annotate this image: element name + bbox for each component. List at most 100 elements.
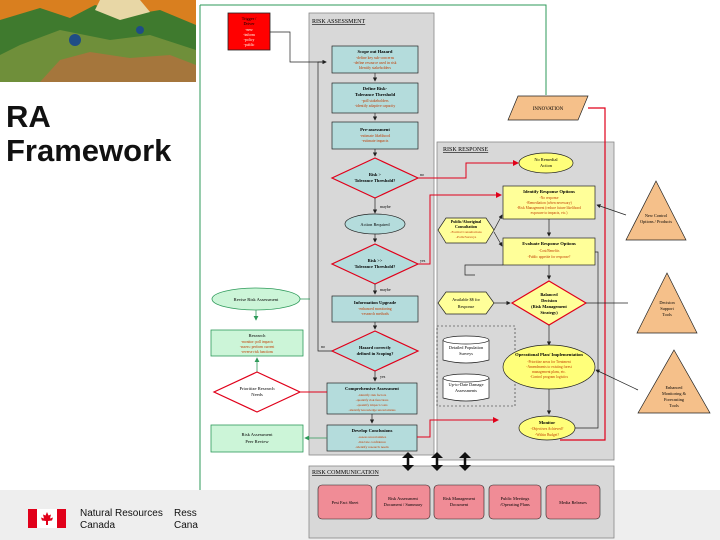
trigger-box: Trigger / Driver -new -inform -policy -p… xyxy=(227,12,271,51)
svg-text:-quantify risk functions: -quantify risk functions xyxy=(356,398,389,402)
svg-text:-identify adaptive capacity: -identify adaptive capacity xyxy=(355,104,396,108)
label-maybe: maybe xyxy=(380,204,391,209)
comm-item-media-releases: Media Releases xyxy=(545,484,601,520)
svg-text:Tolerance Threshold: Tolerance Threshold xyxy=(355,92,396,97)
no-remedial-action-ellipse: No Remedial Action xyxy=(518,152,574,174)
svg-text:/Operating Plans: /Operating Plans xyxy=(500,502,530,507)
svg-text:Balanced: Balanced xyxy=(540,292,558,297)
svg-text:Tools: Tools xyxy=(669,403,679,408)
svg-text:-monitor: poll impacts: -monitor: poll impacts xyxy=(241,340,274,344)
svg-text:-enhanced monitoring: -enhanced monitoring xyxy=(358,307,392,311)
available-funds-hexagon: Available $$ for Response xyxy=(437,291,495,315)
svg-text:Available $$ for: Available $$ for xyxy=(452,297,480,302)
svg-text:Consultation: Consultation xyxy=(455,224,478,229)
svg-text:Risk Assessment: Risk Assessment xyxy=(241,432,273,437)
svg-text:Identify stakeholders: Identify stakeholders xyxy=(359,66,391,70)
pre-assessment-box: Pre-assessment -estimate likelihood -est… xyxy=(331,121,419,150)
left-title-panel: RA Framework xyxy=(0,0,196,540)
svg-text:Comprehensive Assessment: Comprehensive Assessment xyxy=(345,386,399,391)
svg-text:Media Releases: Media Releases xyxy=(559,500,587,505)
org-name-fr-line2: Cana xyxy=(174,520,198,531)
svg-text:Support: Support xyxy=(660,306,674,311)
scope-box: Scope out Hazard -define key sub-concern… xyxy=(331,45,419,74)
svg-text:Surveys: Surveys xyxy=(459,351,473,356)
svg-text:Define Risk-: Define Risk- xyxy=(363,86,388,91)
svg-text:Evaluate Response Options: Evaluate Response Options xyxy=(522,241,576,246)
label-yes-2: yes xyxy=(380,374,386,379)
label-no-2: no xyxy=(321,344,325,349)
svg-text:(Risk Management: (Risk Management xyxy=(531,304,567,309)
information-upgrade-box: Information Upgrade -enhanced monitoring… xyxy=(331,295,419,323)
svg-text:Forecasting: Forecasting xyxy=(664,397,685,402)
comprehensive-assessment-box: Comprehensive Assessment -identify risk … xyxy=(326,382,418,415)
svg-text:Develop Conclusions: Develop Conclusions xyxy=(352,428,393,433)
svg-text:Peer Review: Peer Review xyxy=(245,439,269,444)
svg-text:Prioritize Research: Prioritize Research xyxy=(239,386,275,391)
label-yes: yes xyxy=(420,258,426,263)
svg-text:No Remedial: No Remedial xyxy=(534,157,558,162)
svg-text:exposure to impacts, etc.): exposure to impacts, etc.) xyxy=(531,211,569,216)
monitor-ellipse: Monitor -Objectives Achieved? -Within Bu… xyxy=(518,415,576,441)
svg-text:-Remediation (when necessary): -Remediation (when necessary) xyxy=(526,201,572,205)
operational-plan-ellipse: Operational Plan/ Implementation -Priori… xyxy=(502,344,596,390)
risk-gtgt-decision: Risk >> Tolerance Threshold? xyxy=(330,243,420,285)
svg-text:-assess uncertainties: -assess uncertainties xyxy=(358,435,387,439)
svg-text:Public/Aboriginal: Public/Aboriginal xyxy=(451,219,482,224)
org-name-fr-line1: Ress xyxy=(174,508,197,519)
double-arrow-response-2 xyxy=(459,452,471,471)
new-control-options-triangle: New Control Options / Products xyxy=(625,180,687,241)
revise-risk-assessment-ellipse: Revise Risk Assessment xyxy=(211,287,301,311)
label-maybe-2: maybe xyxy=(380,287,391,292)
svg-text:Detailed Population: Detailed Population xyxy=(449,345,484,350)
svg-text:Research: Research xyxy=(249,333,267,338)
detailed-population-surveys: Detailed Population Surveys xyxy=(442,335,490,364)
svg-text:Tolerance Threshold?: Tolerance Threshold? xyxy=(355,178,396,183)
risk-communication-header: RISK COMMUNICATION xyxy=(312,470,380,476)
svg-text:-identify knowledge uncertaint: -identify knowledge uncertainties xyxy=(348,408,396,412)
svg-text:Action: Action xyxy=(540,163,553,168)
canada-flag-icon xyxy=(28,509,66,528)
svg-text:-Risk Management (reduce futur: -Risk Management (reduce future likeliho… xyxy=(517,206,581,210)
svg-text:Response: Response xyxy=(458,304,475,309)
svg-text:Strategy): Strategy) xyxy=(540,310,558,315)
public-consultation-hexagon: Public/Aboriginal Consultation -Formal C… xyxy=(437,217,495,244)
double-arrow-response-1 xyxy=(431,452,443,471)
svg-text:New Control: New Control xyxy=(645,213,668,218)
svg-text:Assessments: Assessments xyxy=(455,388,477,393)
svg-text:Action Required: Action Required xyxy=(360,222,390,227)
svg-text:-estimate likelihood: -estimate likelihood xyxy=(360,134,390,138)
innovation-box: INNOVATION xyxy=(507,95,589,121)
canada-map-image xyxy=(0,0,196,82)
double-arrow-assessment xyxy=(402,452,414,471)
svg-text:management plans, etc.: management plans, etc. xyxy=(532,370,566,375)
label-no: no xyxy=(420,172,424,177)
svg-text:Monitor: Monitor xyxy=(539,420,555,425)
svg-text:-list/rate confidence: -list/rate confidence xyxy=(358,440,386,444)
svg-text:Document: Document xyxy=(450,502,469,507)
identify-response-options-box: Identify Response Options -No response -… xyxy=(502,185,596,220)
title-line-2: Framework xyxy=(6,133,172,168)
svg-text:-define resource used in risk: -define resource used in risk xyxy=(353,61,396,65)
svg-text:-estimate impacts: -estimate impacts xyxy=(362,139,389,143)
svg-text:-Cost/Benefits: -Cost/Benefits xyxy=(539,249,560,253)
research-box: Research -monitor: poll impacts -assess:… xyxy=(210,329,304,357)
loop-line xyxy=(200,4,547,95)
svg-text:-poll stakeholders: -poll stakeholders xyxy=(361,99,389,103)
svg-text:-No response: -No response xyxy=(539,196,558,200)
svg-text:-research methods: -research methods xyxy=(361,312,389,316)
svg-text:defined in Scoping?: defined in Scoping? xyxy=(357,351,394,356)
svg-text:-policy: -policy xyxy=(244,38,255,42)
svg-text:Tolerance Threshold?: Tolerance Threshold? xyxy=(355,264,396,269)
hazard-scoped-decision: Hazard correctly defined in Scoping? xyxy=(330,330,420,372)
org-name-en-line2: Canada xyxy=(80,520,116,531)
svg-text:Tools: Tools xyxy=(662,312,672,317)
svg-text:Risk Management: Risk Management xyxy=(443,496,476,501)
svg-text:Hazard correctly: Hazard correctly xyxy=(359,345,392,350)
decision-support-tools-triangle: Decision Support Tools xyxy=(636,272,698,334)
risk-assessment-header: RISK ASSESSMENT xyxy=(312,19,366,25)
svg-text:Driver: Driver xyxy=(244,21,256,26)
comm-item-public-meetings: Public Meetings /Operating Plans xyxy=(488,484,542,520)
svg-text:-public: -public xyxy=(244,43,255,47)
svg-text:-Formal Consultations: -Formal Consultations xyxy=(450,230,482,234)
